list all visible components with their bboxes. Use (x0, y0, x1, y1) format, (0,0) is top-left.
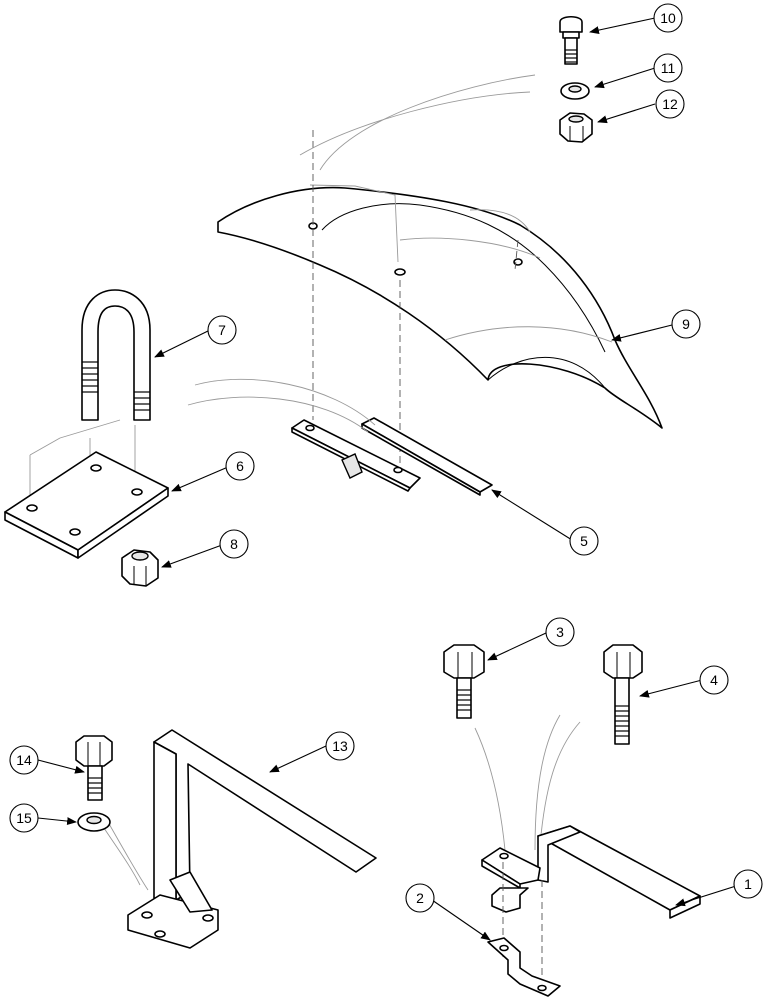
callout-1: 1 (733, 869, 763, 899)
bolt-part-14 (75, 735, 113, 801)
callout-4-label: 4 (710, 672, 718, 688)
callout-14-label: 14 (16, 752, 32, 768)
callout-6-label: 6 (236, 458, 244, 474)
callout-15-label: 15 (16, 810, 32, 826)
callout-11: 11 (653, 53, 683, 83)
callout-3: 3 (545, 617, 575, 647)
callout-9: 9 (671, 309, 701, 339)
callout-6: 6 (225, 451, 255, 481)
callout-1-label: 1 (744, 876, 752, 892)
callout-13-label: 13 (332, 738, 348, 754)
fender-mount-brackets-part-5 (187, 378, 493, 496)
callout-5: 5 (569, 526, 599, 556)
callout-leaders (37, 17, 737, 941)
bolt-part-3 (443, 644, 485, 719)
callout-15: 15 (9, 803, 39, 833)
plate-part-6 (4, 451, 169, 559)
callout-12: 12 (655, 89, 685, 119)
washer-part-11 (560, 82, 590, 100)
callout-4: 4 (699, 665, 729, 695)
callout-10: 10 (653, 3, 683, 33)
nut-part-8 (121, 549, 159, 587)
clamp-part-2 (487, 937, 561, 997)
bracket-part-1 (481, 825, 701, 980)
bolt-part-4 (474, 644, 643, 851)
u-bolt-part-7 (29, 289, 151, 505)
callout-14: 14 (9, 745, 39, 775)
callout-11-label: 11 (661, 60, 676, 76)
callout-2: 2 (405, 883, 435, 913)
callout-7: 7 (207, 315, 237, 345)
nut-part-12 (559, 112, 593, 143)
callout-10-label: 10 (660, 10, 676, 26)
washer-part-15 (77, 812, 111, 832)
fender-part-9 (217, 184, 663, 429)
callout-12-label: 12 (662, 96, 678, 112)
callout-3-label: 3 (556, 624, 564, 640)
callout-7-label: 7 (218, 322, 226, 338)
callout-2-label: 2 (416, 890, 424, 906)
bolt-part-10 (559, 15, 583, 65)
callout-13: 13 (325, 731, 355, 761)
support-part-13 (101, 729, 377, 949)
callout-8-label: 8 (230, 536, 238, 552)
callout-9-label: 9 (682, 316, 690, 332)
callout-5-label: 5 (580, 533, 588, 549)
callout-8: 8 (219, 529, 249, 559)
